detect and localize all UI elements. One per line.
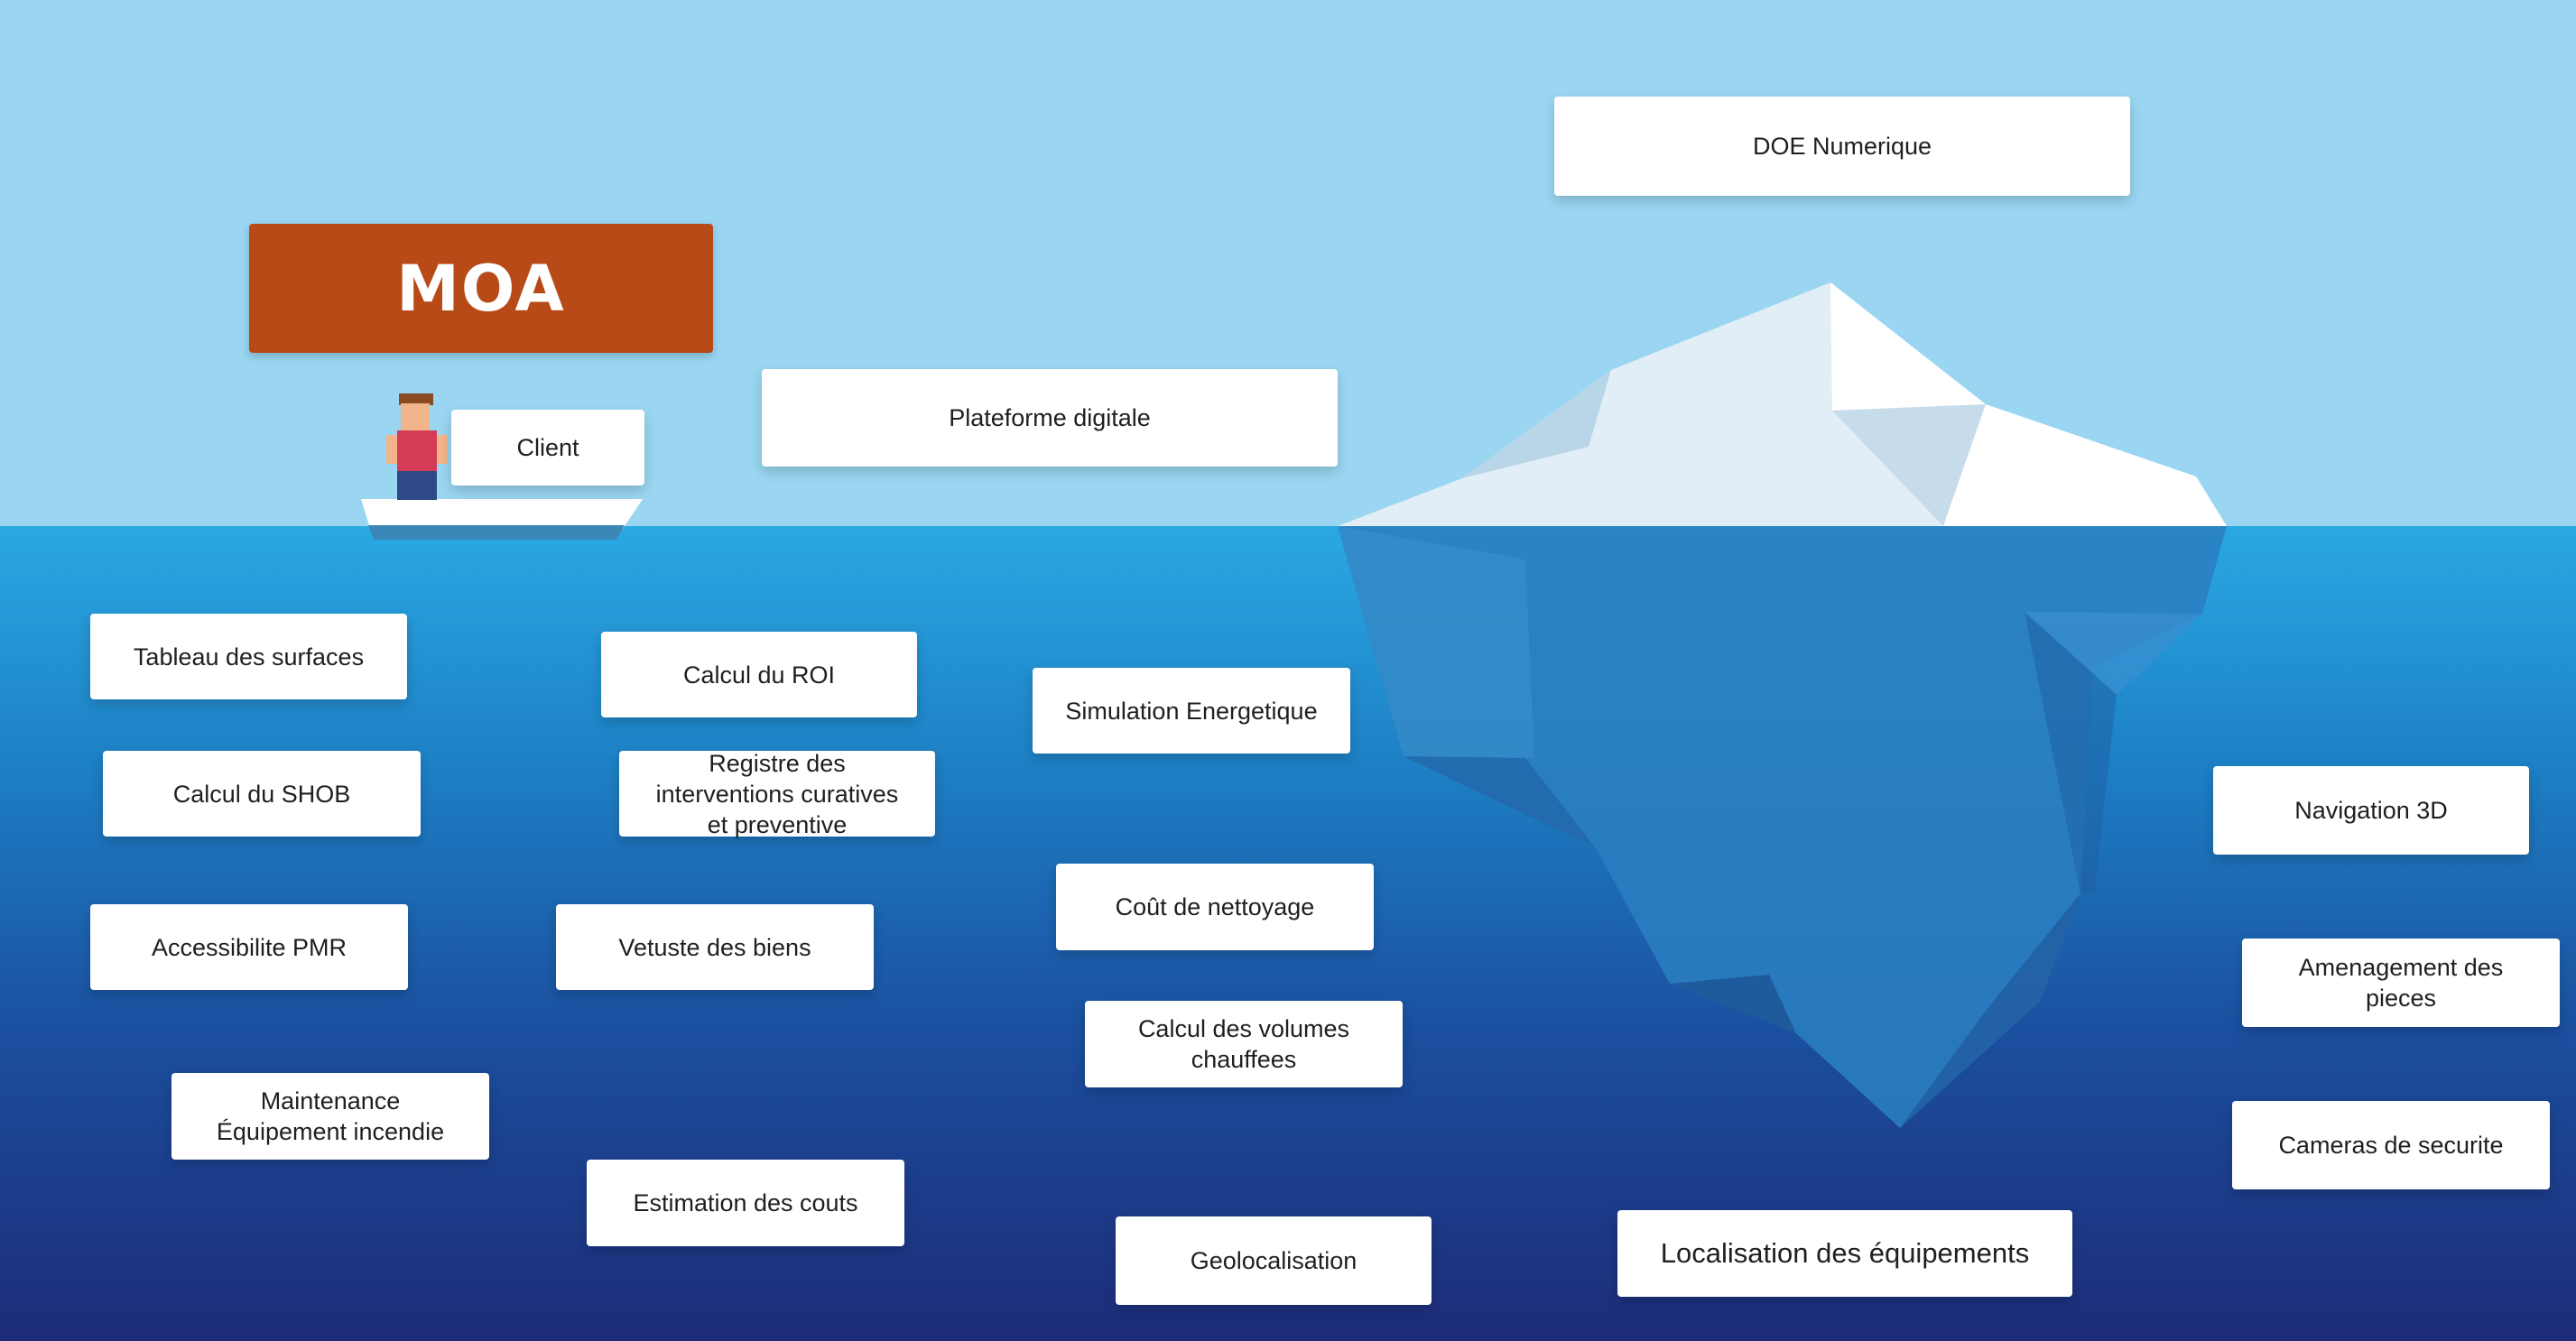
card-calcul-shob: Calcul du SHOB xyxy=(103,751,421,837)
iceberg-underwater-body xyxy=(1338,526,2227,1128)
card-cout-nettoyage: Coût de nettoyage xyxy=(1056,864,1374,950)
iceberg-tip-facet-shade xyxy=(1832,404,1986,526)
card-calcul-volumes: Calcul des volumes chauffees xyxy=(1085,1001,1403,1087)
iceberg-underwater-facet-bottom xyxy=(1900,893,2080,1128)
card-geolocalisation: Geolocalisation xyxy=(1116,1216,1432,1305)
card-registre-interventions: Registre des interventions curatives et … xyxy=(619,750,935,838)
card-navigation-3d: Navigation 3D xyxy=(2213,766,2529,855)
person-icon xyxy=(386,393,448,500)
iceberg-underwater xyxy=(1338,526,2227,1128)
boat xyxy=(361,499,643,540)
iceberg-tip-shade-left xyxy=(1462,370,1611,478)
card-accessibilite-pmr: Accessibilite PMR xyxy=(90,904,408,990)
iceberg-underwater-facet-deep xyxy=(2025,612,2117,893)
card-doe-numerique: DOE Numerique xyxy=(1554,97,2130,196)
iceberg-underwater-facet-lower xyxy=(1670,975,1796,1033)
card-maintenance-incendie: Maintenance Équipement incendie xyxy=(171,1073,489,1160)
iceberg-underwater-facet-left xyxy=(1338,526,1534,758)
card-amenagement-pieces: Amenagement des pieces xyxy=(2242,939,2560,1027)
iceberg-tip-facet-peak xyxy=(1830,282,1986,411)
card-cameras-securite: Cameras de securite xyxy=(2232,1101,2550,1189)
card-vetuste-biens: Vetuste des biens xyxy=(556,904,874,990)
card-tableau-surfaces: Tableau des surfaces xyxy=(90,614,407,699)
card-calcul-roi: Calcul du ROI xyxy=(601,632,917,717)
iceberg-tip-facet-right xyxy=(1943,404,2227,526)
iceberg-underwater-facet-right xyxy=(2025,612,2202,695)
card-plateforme-digitale: Plateforme digitale xyxy=(762,369,1338,467)
moa-title: MOA xyxy=(249,224,713,353)
iceberg-underwater-facet-mid xyxy=(1404,756,1596,848)
card-localisation-equipements: Localisation des équipements xyxy=(1617,1210,2072,1297)
card-estimation-couts: Estimation des couts xyxy=(587,1160,904,1246)
card-simulation-energetique: Simulation Energetique xyxy=(1033,668,1350,754)
client-card: Client xyxy=(451,410,644,486)
iceberg-above-water xyxy=(1338,282,2227,526)
boat-hull-stripe xyxy=(368,525,625,540)
